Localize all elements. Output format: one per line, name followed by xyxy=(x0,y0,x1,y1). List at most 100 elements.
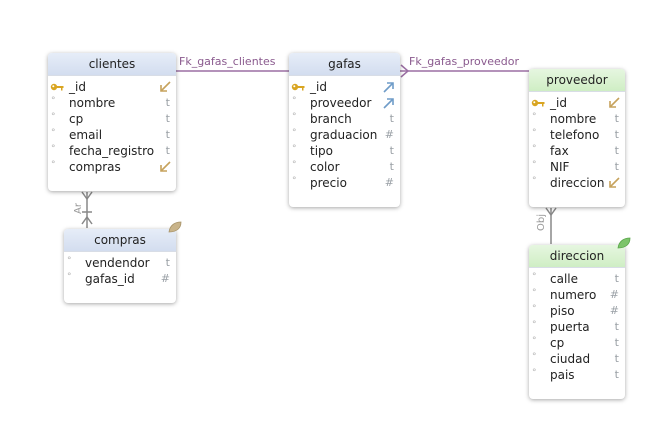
field-type: # xyxy=(384,176,394,189)
field-row[interactable]: _id xyxy=(289,79,400,95)
optional-field-marker: ° xyxy=(532,304,537,314)
field-type: t xyxy=(389,112,394,125)
field-type: t xyxy=(389,144,394,157)
field-row[interactable]: °numero# xyxy=(529,287,625,303)
optional-field-marker: ° xyxy=(67,256,72,266)
field-name: NIF xyxy=(550,160,570,174)
field-name: fecha_registro xyxy=(69,144,155,158)
field-row[interactable]: °piso# xyxy=(529,303,625,319)
foreign-arrow-icon xyxy=(383,98,394,109)
field-type: t xyxy=(389,160,394,173)
field-name: direccion xyxy=(550,176,605,190)
optional-field-marker: ° xyxy=(292,112,297,122)
field-type: t xyxy=(614,336,619,349)
field-name: precio xyxy=(310,176,347,190)
proveedor-direccion-crowfoot xyxy=(545,207,557,217)
optional-field-marker: ° xyxy=(532,272,537,282)
clientes-compras-crowfoot-bottom xyxy=(81,215,93,225)
field-name: nombre xyxy=(69,96,116,110)
entity-proveedor-title[interactable]: proveedor xyxy=(529,69,625,92)
entity-direccion-title[interactable]: direccion xyxy=(529,245,625,268)
optional-field-marker: ° xyxy=(532,128,537,138)
clientes-compras-label[interactable]: Ar xyxy=(73,203,84,214)
fk-gafas-proveedor-label[interactable]: Fk_gafas_proveedor xyxy=(409,55,520,68)
field-name: numero xyxy=(550,288,597,302)
field-type: t xyxy=(614,320,619,333)
field-row[interactable]: °proveedor xyxy=(289,95,400,111)
foreign-arrow-icon xyxy=(383,82,394,93)
reference-arrow-icon xyxy=(160,81,171,92)
reference-arrow-icon xyxy=(160,161,171,172)
field-row[interactable]: °direccion xyxy=(529,175,625,191)
optional-field-marker: ° xyxy=(51,112,56,122)
field-name: pais xyxy=(550,368,575,382)
field-name: gafas_id xyxy=(85,272,135,286)
primary-key-icon xyxy=(50,83,64,91)
optional-field-marker: ° xyxy=(532,288,537,298)
reference-arrow-icon xyxy=(609,97,620,108)
fk-gafas-clientes-label[interactable]: Fk_gafas_clientes xyxy=(179,55,276,68)
field-name: _id xyxy=(69,80,86,94)
field-name: _id xyxy=(550,96,567,110)
field-type: # xyxy=(609,304,619,317)
entity-clientes-title[interactable]: clientes xyxy=(48,53,176,76)
field-type: t xyxy=(165,128,170,141)
field-type: t xyxy=(614,128,619,141)
field-name: ciudad xyxy=(550,352,591,366)
optional-field-marker: ° xyxy=(292,96,297,106)
field-row[interactable]: °gafas_id# xyxy=(64,271,176,287)
optional-field-marker: ° xyxy=(532,320,537,330)
primary-key-icon xyxy=(531,99,545,107)
optional-field-marker: ° xyxy=(292,144,297,154)
direccion-leaf-icon xyxy=(617,237,631,249)
primary-key-icon xyxy=(291,83,305,91)
field-row[interactable]: °graduacion# xyxy=(289,127,400,143)
optional-field-marker: ° xyxy=(532,144,537,154)
entity-compras-title[interactable]: compras xyxy=(64,229,176,252)
field-name: graduacion xyxy=(310,128,378,142)
field-type: t xyxy=(614,368,619,381)
reference-arrow-icon xyxy=(609,177,620,188)
optional-field-marker: ° xyxy=(51,144,56,154)
field-row[interactable]: ° fecha_registro t xyxy=(48,143,176,159)
field-row[interactable]: _id xyxy=(529,95,625,111)
optional-field-marker: ° xyxy=(51,128,56,138)
proveedor-direccion-label[interactable]: Obj xyxy=(536,214,547,231)
entity-gafas-title[interactable]: gafas xyxy=(289,53,400,76)
optional-field-marker: ° xyxy=(292,160,297,170)
field-type: t xyxy=(614,160,619,173)
field-name: nombre xyxy=(550,112,597,126)
field-name: fax xyxy=(550,144,569,158)
field-row[interactable]: °compras xyxy=(48,159,176,175)
field-name: compras xyxy=(69,160,121,174)
field-row[interactable]: °precio# xyxy=(289,175,400,191)
field-type: t xyxy=(165,144,170,157)
field-row[interactable]: _id xyxy=(48,79,176,95)
